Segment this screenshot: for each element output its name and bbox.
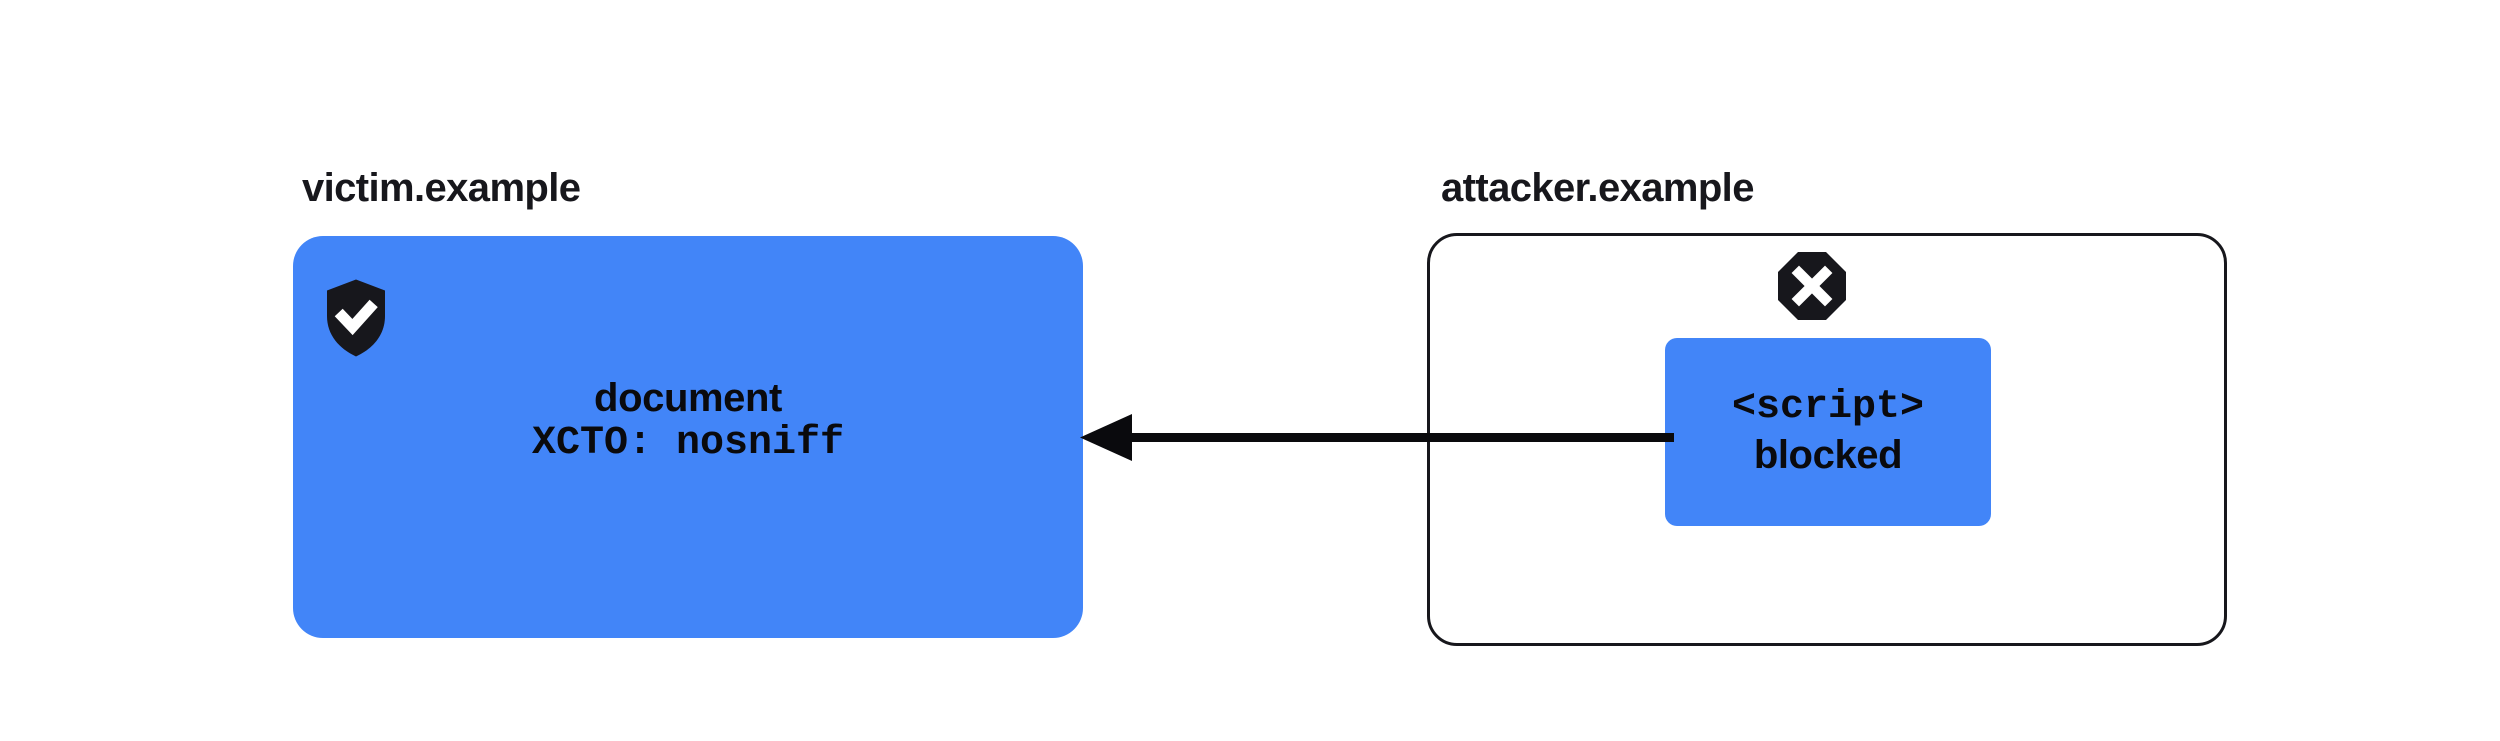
octagon-x-blocked-icon [1777,251,1847,326]
script-tag-text: <script> [1731,385,1925,431]
attacker-script-chip: <script> blocked [1665,338,1991,526]
victim-header-line: XCTO: nosniff [531,421,845,467]
victim-document-line: document [594,376,782,420]
victim-origin-box [293,236,1083,638]
victim-origin-label: victim.example [302,166,581,210]
victim-content-text: document XCTO: nosniff [293,375,1083,468]
shield-check-icon [325,278,387,363]
script-status-text: blocked [1753,433,1903,477]
attacker-origin-label: attacker.example [1441,166,1754,210]
